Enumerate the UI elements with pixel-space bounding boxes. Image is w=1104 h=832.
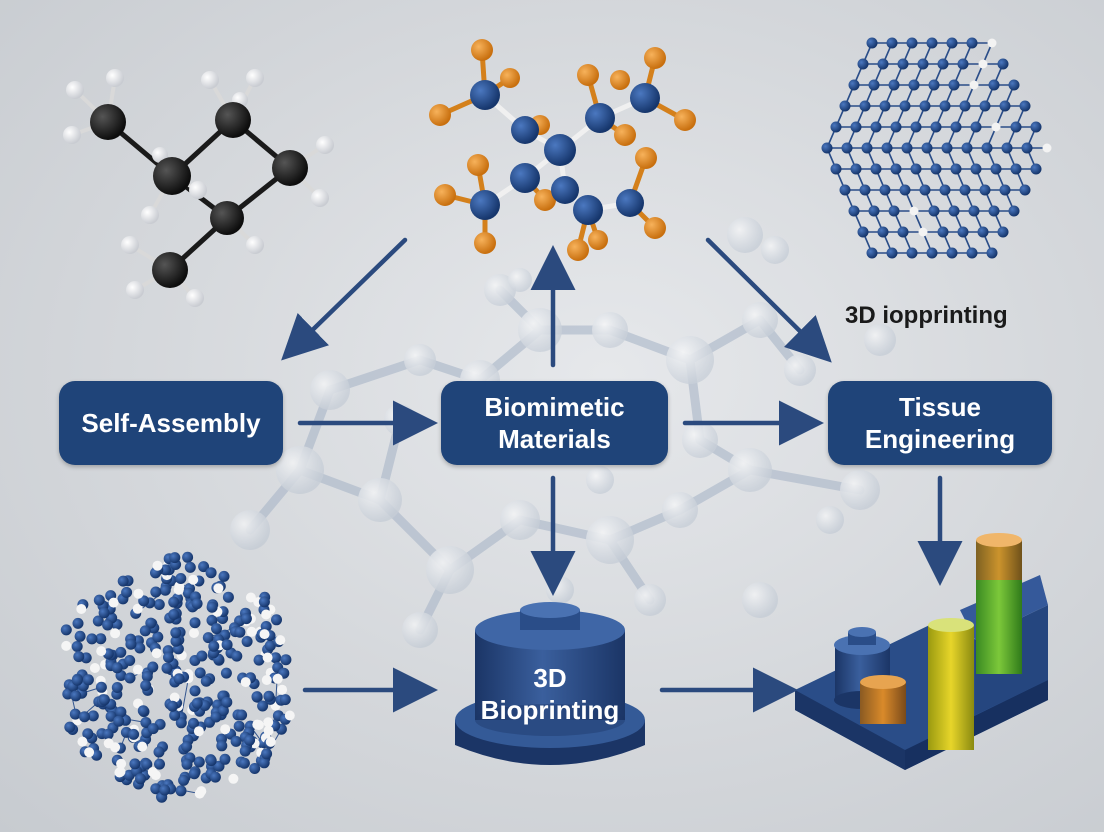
tissue-scaffold-illustration xyxy=(795,533,1048,770)
lattice-top-right xyxy=(821,37,1052,259)
arrow-to-tissue-engineering xyxy=(705,237,832,363)
node-biomimetic-label-line2: Materials xyxy=(498,424,611,454)
node-tissue-label-line1: Tissue xyxy=(899,392,981,422)
node-self-assembly: Self-Assembly xyxy=(59,381,283,465)
flow-arrows xyxy=(281,237,963,713)
background-molecule xyxy=(230,217,896,648)
label-3d-bioprinting: 3D Bioprinting xyxy=(460,662,640,726)
lattice-bottom-left xyxy=(60,551,295,803)
node-biomimetic-label-line1: Biomimetic xyxy=(484,392,625,422)
node-tissue-label-line2: Engineering xyxy=(864,424,1016,454)
molecule-top-center xyxy=(429,39,696,261)
label-3d-iopprinting: 3D iopprinting xyxy=(845,302,1008,329)
node-self-assembly-label: Self-Assembly xyxy=(81,408,261,438)
label-printer-line1: 3D xyxy=(533,663,567,693)
node-biomimetic-materials: Biomimetic Materials xyxy=(441,381,668,465)
arrow-molecule-to-self-assembly xyxy=(281,237,408,361)
molecule-top-left xyxy=(63,69,334,307)
node-tissue-engineering: Tissue Engineering xyxy=(828,381,1052,465)
bioprinter-illustration xyxy=(455,602,645,765)
label-printer-line2: Bioprinting xyxy=(480,695,620,725)
